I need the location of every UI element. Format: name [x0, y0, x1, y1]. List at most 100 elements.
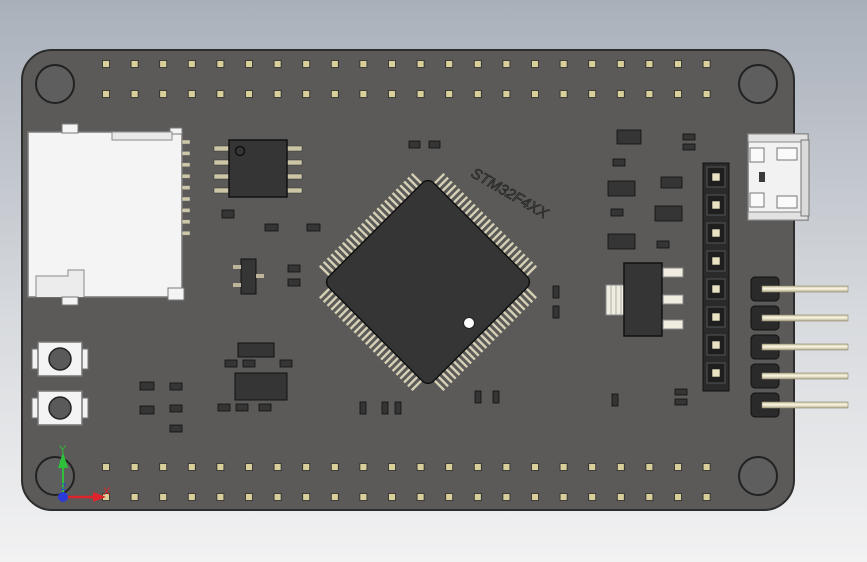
header-socket-pin	[711, 200, 721, 210]
mcu-pin	[364, 333, 377, 346]
mcu-pin	[403, 180, 415, 193]
header-pad	[674, 60, 682, 68]
mcu-pin	[448, 188, 461, 200]
sd-card-slot[interactable]	[27, 123, 191, 306]
soic-pin	[213, 159, 230, 166]
smd-component	[552, 305, 560, 319]
mcu-pin1-dot	[463, 317, 476, 330]
smd-component	[674, 398, 688, 406]
smd-component	[616, 129, 642, 145]
smd-ic-small[interactable]	[234, 342, 288, 401]
mcu-pin	[494, 234, 507, 246]
header-pad	[702, 493, 711, 501]
header-pad	[130, 493, 139, 501]
mcu-pin	[395, 188, 408, 200]
mcu-pin	[490, 321, 503, 334]
smd-component	[654, 205, 683, 222]
header-pad	[273, 60, 282, 68]
mcu-pin	[441, 180, 453, 193]
header-pad	[616, 60, 625, 68]
soic-pin	[286, 145, 303, 152]
mcu-pin	[353, 230, 366, 243]
mounting-hole-bottom-left	[35, 456, 75, 496]
mcu-pin	[502, 241, 515, 254]
mcu-pin	[391, 192, 404, 204]
mcu-chip[interactable]	[304, 158, 553, 407]
smd-component	[279, 359, 293, 368]
mcu-pin	[479, 333, 492, 346]
smd-component	[287, 264, 301, 273]
header-pad	[388, 463, 396, 471]
mcu-pin	[460, 352, 472, 365]
reset-button[interactable]	[31, 341, 89, 377]
header-pad	[187, 463, 196, 471]
mcu-pin	[341, 241, 354, 254]
smd-component	[287, 278, 301, 287]
header-pad	[445, 60, 454, 68]
smd-component	[612, 158, 626, 167]
mcu-pin	[467, 344, 480, 357]
sd-contact-pin	[181, 196, 191, 202]
mcu-pin	[506, 245, 518, 258]
mcu-pin	[445, 367, 457, 380]
header-pad	[187, 493, 196, 501]
header-pad	[559, 463, 568, 471]
soic8-chip[interactable]	[213, 139, 303, 198]
smd-component	[169, 424, 183, 433]
header-pad	[531, 60, 539, 68]
mcu-pin	[487, 325, 499, 338]
mcu-pin	[391, 360, 404, 372]
boot-button[interactable]	[31, 390, 89, 426]
header-pad	[302, 463, 311, 471]
header-pad	[159, 493, 168, 501]
header-socket-pin	[711, 340, 721, 350]
pin-header-right-angle[interactable]	[750, 276, 849, 418]
mcu-pin	[407, 375, 419, 388]
soic-pin	[286, 173, 303, 180]
smd-component	[169, 404, 183, 413]
micro-usb-connector[interactable]	[747, 133, 810, 221]
header-pad	[245, 493, 253, 501]
mcu-pin	[445, 184, 457, 197]
sd-contact-pin	[181, 208, 191, 213]
mcu-pin	[357, 226, 369, 239]
sot23-transistor[interactable]	[233, 258, 264, 295]
mcu-pin	[525, 264, 538, 277]
header-pad	[502, 90, 511, 98]
header-pad	[674, 90, 682, 98]
mcu-pin	[376, 207, 389, 220]
mcu-pin	[437, 176, 449, 189]
header-pad	[445, 90, 454, 98]
header-socket-pin	[711, 256, 721, 266]
mcu-pin	[452, 360, 465, 372]
smd-component	[258, 403, 272, 412]
header-pin	[761, 285, 849, 293]
header-pad	[159, 90, 168, 98]
header-pad	[159, 463, 168, 471]
sd-contact-pin	[181, 173, 191, 179]
header-pad	[531, 90, 539, 98]
mcu-pin	[364, 218, 377, 231]
mcu-pin	[498, 314, 511, 326]
header-pad	[702, 90, 711, 98]
pin-header-vertical[interactable]	[702, 162, 730, 392]
header-pad	[216, 60, 225, 68]
header-pad-rows	[102, 60, 711, 501]
smd-component	[139, 381, 155, 391]
header-pad	[502, 463, 511, 471]
mcu-pin	[525, 287, 538, 300]
voltage-regulator[interactable]	[605, 262, 684, 337]
header-socket-pin	[711, 312, 721, 322]
sd-contact-pin	[181, 139, 191, 145]
mcu-pin	[471, 211, 484, 223]
header-pad	[330, 60, 339, 68]
header-pad	[473, 60, 482, 68]
mcu-pin	[452, 192, 465, 204]
mcu-pin	[322, 291, 335, 303]
header-pad	[302, 493, 311, 501]
smd-component	[394, 401, 402, 415]
mcu-pin	[372, 341, 385, 353]
header-pad	[559, 493, 568, 501]
smd-component	[552, 285, 560, 299]
